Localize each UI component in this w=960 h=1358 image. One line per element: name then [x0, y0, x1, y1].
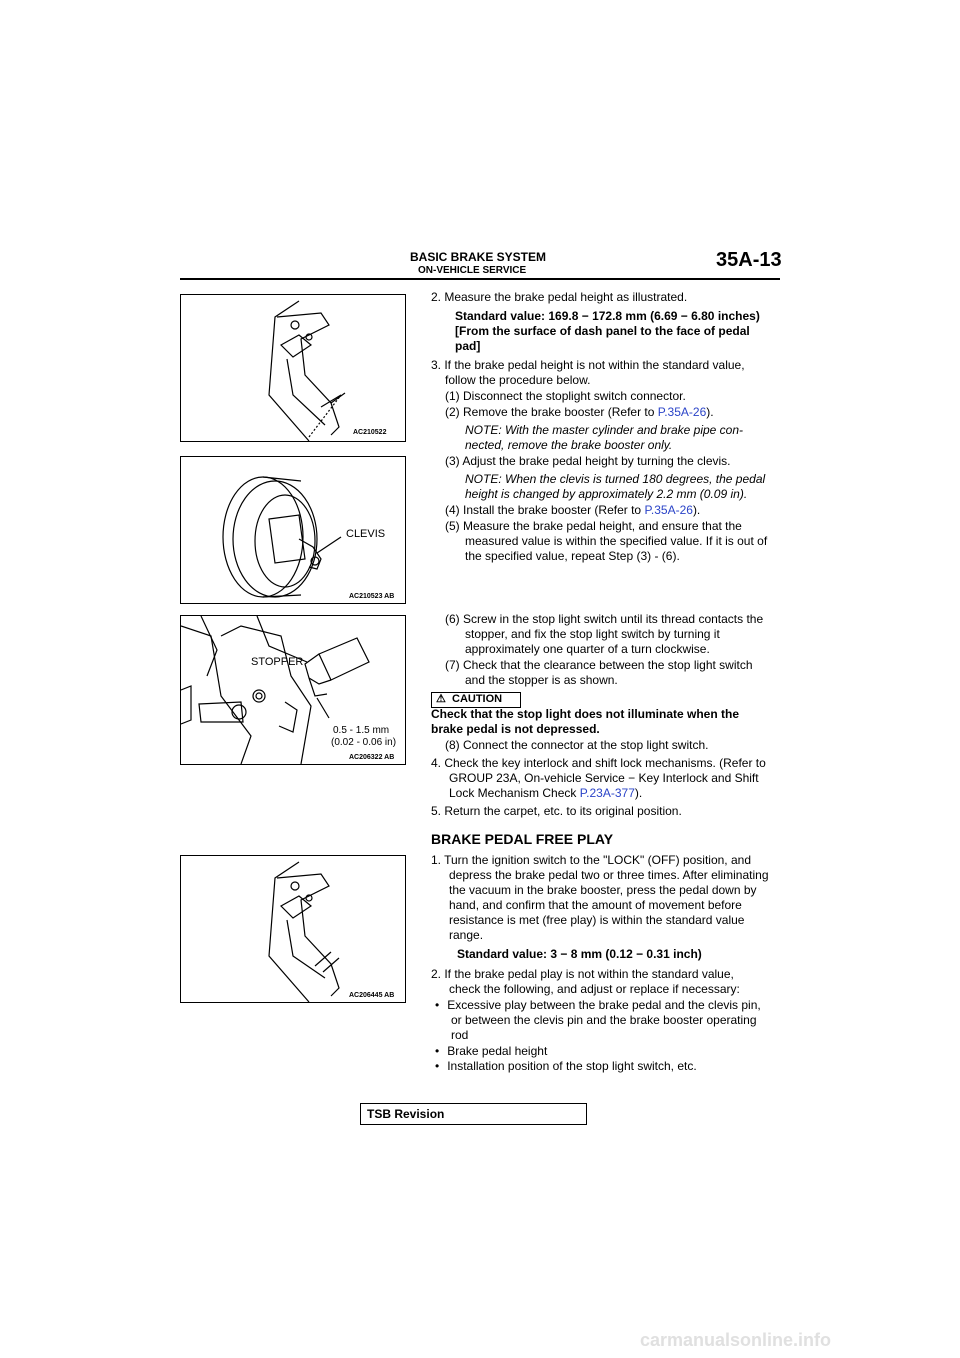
fp-step-1-d: hand, and confirm that the amount of mov…	[449, 898, 742, 912]
substep-3: (3) Adjust the brake pedal height by tur…	[445, 454, 731, 468]
standard-value-free-play: Standard value: 3 − 8 mm (0.12 − 0.31 in…	[457, 947, 702, 961]
substep-7: (7) Check that the clearance between the…	[445, 658, 753, 672]
fp-step-1-e: resistance is met (free play) is within …	[449, 913, 745, 927]
step-3: 3. If the brake pedal height is not with…	[431, 358, 745, 372]
figure-id: AC210523 AB	[349, 593, 395, 600]
procedure-text-lower: Check that the stop light does not illum…	[431, 707, 781, 827]
watermark: carmanualsonline.info	[640, 1330, 832, 1350]
substep-5: (5) Measure the brake pedal height, and …	[445, 519, 742, 533]
fp-step-2: 2. If the brake pedal play is not within…	[431, 967, 734, 981]
figure-booster-clevis: CLEVIS AC210523 AB	[180, 456, 406, 604]
substep-7-cont: and the stopper is as shown.	[465, 673, 618, 687]
substep-1: (1) Disconnect the stoplight switch conn…	[445, 389, 686, 403]
figure-id: AC206322 AB	[349, 754, 395, 761]
bullet-1: •Excessive play between the brake pedal …	[435, 998, 761, 1012]
figure-id: AC210522	[353, 429, 387, 436]
note-1: NOTE: With the master cylinder and brake…	[465, 423, 744, 437]
clevis-label: CLEVIS	[346, 528, 386, 540]
substep-5-cont: measured value is within the specified v…	[465, 534, 768, 548]
link-p35a-26[interactable]: P.35A-26	[644, 503, 693, 517]
caution-text-cont: brake pedal is not depressed.	[431, 722, 600, 736]
bullet-2: •Brake pedal height	[435, 1044, 548, 1058]
bullet-icon: •	[435, 1044, 440, 1058]
caution-badge: ⚠ CAUTION	[431, 692, 521, 708]
standard-value-note-end: pad]	[455, 339, 481, 353]
stopper-label: STOPPER	[251, 656, 304, 668]
caution-label: CAUTION	[452, 693, 503, 705]
bullet-3: •Installation position of the stop light…	[435, 1059, 697, 1073]
fp-step-1: 1. Turn the ignition switch to the "LOCK…	[431, 853, 751, 867]
section-heading-free-play: BRAKE PEDAL FREE PLAY	[431, 831, 614, 847]
figure-pedal-height: AC210522	[180, 294, 406, 442]
note-1-cont: nected, remove the brake booster only.	[465, 438, 673, 452]
header-rule	[180, 278, 780, 280]
figure-pedal-free-play: AC206445 AB	[180, 855, 406, 1003]
link-p35a-26[interactable]: P.35A-26	[657, 405, 707, 419]
fp-step-1-f: range.	[449, 928, 484, 942]
page-number: 35A-13	[716, 249, 782, 271]
stopper-illustration	[181, 616, 370, 764]
pedal-height-illustration	[268, 300, 346, 441]
bullet-1-end: rod	[451, 1028, 469, 1042]
standard-value-height: Standard value: 169.8 − 172.8 mm (6.69 −…	[455, 309, 760, 323]
substep-6: (6) Screw in the stop light switch until…	[445, 612, 764, 626]
substep-8: (8) Connect the connector at the stop li…	[445, 738, 709, 752]
fp-step-1-c: the vacuum in the brake booster, press t…	[449, 883, 757, 897]
bullet-1-cont: or between the clevis pin and the brake …	[451, 1013, 757, 1027]
fp-step-1-b: depress the brake pedal two or three tim…	[449, 868, 769, 882]
fp-step-2-b: check the following, and adjust or repla…	[449, 982, 740, 996]
caution-text: Check that the stop light does not illum…	[431, 707, 740, 721]
substep-4: (4) Install the brake booster (Refer to …	[445, 503, 701, 517]
note-2: NOTE: When the clevis is turned 180 degr…	[465, 472, 766, 486]
step-4-end: Lock Mechanism Check P.23A-377).	[449, 786, 643, 800]
bullet-icon: •	[435, 998, 440, 1012]
substep-5-end: the specified value, repeat Step (3) - (…	[465, 549, 680, 563]
note-2-cont: height is changed by approximately 2.2 m…	[465, 487, 748, 501]
substep-2: (2) Remove the brake booster (Refer to P…	[445, 405, 714, 419]
step-4: 4. Check the key interlock and shift loc…	[431, 756, 766, 770]
section-title: BASIC BRAKE SYSTEM	[410, 250, 547, 264]
free-play-illustration	[268, 861, 340, 1002]
subsection-title: ON-VEHICLE SERVICE	[418, 265, 527, 276]
step-2: 2. Measure the brake pedal height as ill…	[431, 290, 688, 304]
warning-icon: ⚠	[436, 693, 446, 705]
free-play-text: 1. Turn the ignition switch to the "LOCK…	[431, 853, 781, 1073]
tsb-revision-label: TSB Revision	[367, 1107, 445, 1121]
figure-id: AC206445 AB	[349, 992, 395, 999]
substep-6-end: approximately one quarter of a turn cloc…	[465, 642, 710, 656]
step-5: 5. Return the carpet, etc. to its origin…	[431, 804, 682, 818]
substep-6-cont: stopper, and fix the stop light switch b…	[465, 627, 720, 641]
bullet-icon: •	[435, 1059, 440, 1073]
step-4-cont: GROUP 23A, On-vehicle Service − Key Inte…	[449, 771, 759, 785]
figure-stop-light-switch: STOPPER 0.5 - 1.5 mm (0.02 - 0.06 in) AC…	[180, 615, 406, 765]
standard-value-note: [From the surface of dash panel to the f…	[455, 324, 750, 338]
clearance-mm-label: 0.5 - 1.5 mm	[333, 725, 390, 736]
clearance-in-label: (0.02 - 0.06 in)	[331, 737, 397, 748]
link-p23a-377[interactable]: P.23A-377	[579, 786, 635, 800]
tsb-revision-box: TSB Revision	[360, 1103, 587, 1125]
step-3-cont: follow the procedure below.	[445, 373, 591, 387]
procedure-text: 2. Measure the brake pedal height as ill…	[431, 290, 781, 1070]
booster-illustration	[222, 476, 342, 598]
